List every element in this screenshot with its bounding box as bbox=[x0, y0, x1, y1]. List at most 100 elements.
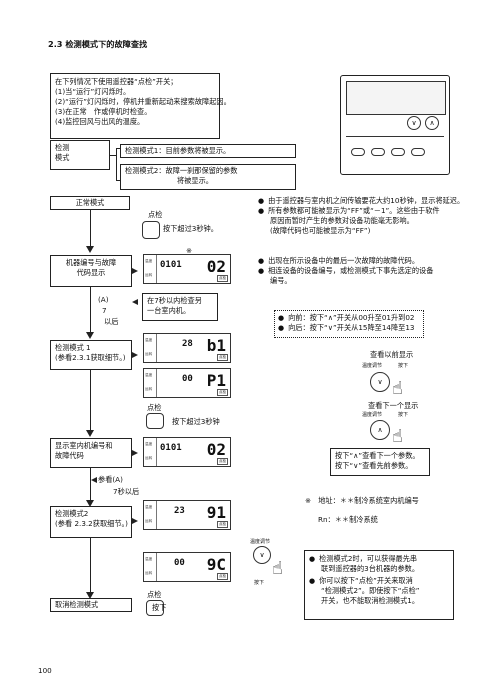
cancel-box: 取消检测模式 bbox=[50, 598, 132, 612]
press-label: 按下 bbox=[398, 363, 409, 369]
remote-key-icon bbox=[411, 148, 425, 156]
lcd-digits: 9C bbox=[206, 555, 226, 574]
connector bbox=[110, 155, 116, 156]
lcd-digits: 02 bbox=[206, 257, 226, 276]
note-bullet: 相连设备的设备编号，或检测模式下事先选定的设备 bbox=[258, 266, 433, 276]
detect-mode-box: 检测 模式 bbox=[50, 140, 110, 170]
remote-key-icon bbox=[391, 148, 405, 156]
within-7s-text: 在7秒以内检查另 bbox=[147, 296, 202, 305]
mode2-text: 将被显示。 bbox=[177, 176, 213, 185]
mode2-notes-box: 检测模式2时，可以获得最先串 联到遥控器的3台机器的参数。 你可以按下“点检”开… bbox=[304, 550, 454, 620]
lcd-display-3: 温度 运转 00 P1 点检 bbox=[143, 368, 231, 398]
arrow-down-icon bbox=[86, 332, 94, 339]
label-7s: 7 bbox=[102, 306, 107, 315]
remote-lcd-screen bbox=[346, 81, 446, 115]
check-mode1-label: (参看2.3.1获取细节。) bbox=[55, 353, 126, 362]
lcd-digits-small: 0101 bbox=[160, 260, 182, 270]
detect-mode-label: 检测 bbox=[55, 143, 70, 152]
lcd-display-5: 温度 运转 23 91 点检 bbox=[143, 500, 231, 530]
lcd-digits: 91 bbox=[206, 503, 226, 522]
intro-box: 在下列情况下使用遥控器“点检”开关； (1)当“运行”灯闪烁时。 (2)“运行”… bbox=[50, 73, 231, 139]
note-mark: ※ bbox=[186, 246, 193, 255]
machine-code-label: 代码显示 bbox=[76, 268, 106, 277]
lcd-digits-small: 00 bbox=[182, 374, 193, 384]
address-note: ※ 地址：＊＊制冷系统室内机编号 bbox=[305, 496, 419, 505]
within-7s-box: 在7秒以内检查另 一台室内机。 bbox=[142, 293, 218, 321]
lcd-label: 运转 bbox=[145, 273, 153, 277]
check-mode2-label: 检测模式2 bbox=[55, 509, 89, 518]
lcd-label: 温度 bbox=[145, 373, 153, 377]
lcd-tag: 点检 bbox=[217, 573, 228, 580]
mode1-box: 检测模式1：目前参数将被显示。 bbox=[120, 144, 296, 158]
lcd-label: 运转 bbox=[145, 571, 153, 575]
intro-line: (4)监控回风与出风的温度。 bbox=[55, 117, 145, 126]
flow-line bbox=[90, 210, 91, 248]
machine-code-label: 机器编号与故障 bbox=[65, 258, 117, 267]
lcd-tag: 点检 bbox=[217, 389, 228, 396]
arrow-right-icon bbox=[132, 268, 138, 274]
up-button-icon: ∧ bbox=[425, 116, 439, 130]
label-after: 以后 bbox=[104, 317, 119, 326]
intro-line: 在下列情况下使用遥控器“点检”开关； bbox=[55, 77, 178, 86]
check-mode2-label: (参看 2.3.2获取细节。) bbox=[55, 519, 128, 528]
connector bbox=[116, 148, 117, 180]
cancel-label: 取消检测模式 bbox=[55, 600, 99, 609]
inspect-button-icon bbox=[146, 413, 164, 429]
lcd-digits-small: 28 bbox=[182, 339, 193, 349]
lcd-label: 温度 bbox=[145, 338, 153, 342]
press-3s-label: 按下超过3秒钟。 bbox=[163, 224, 218, 233]
note-bullet: 出现在所示设备中的最后一次故障的故障代码。 bbox=[258, 256, 433, 266]
press-3s-label: 按下超过3秒钟 bbox=[172, 417, 220, 426]
connector bbox=[116, 180, 120, 181]
check-mode1-label: 检测模式 1 bbox=[55, 343, 91, 352]
note-line: “检测模式2”。即使按下“点检” bbox=[321, 586, 420, 595]
view-next-label: 查看下一个显示 bbox=[368, 401, 419, 410]
inspect-label: 点检 bbox=[147, 590, 162, 599]
lcd-tag: 点检 bbox=[217, 458, 228, 465]
lcd-label: 温度 bbox=[145, 442, 153, 446]
view-prev-label: 查看以前显示 bbox=[370, 350, 414, 359]
remote-key-icon bbox=[371, 148, 385, 156]
lcd-tag: 点检 bbox=[217, 521, 228, 528]
lcd-digits: 02 bbox=[206, 440, 226, 459]
forward-backward-box: 向前：按下“∧”开关从00升至01升到02 向后：按下“∨”开关从15降至14降… bbox=[274, 310, 424, 338]
arrow-left-icon bbox=[132, 299, 138, 305]
lcd-digits-small: 23 bbox=[174, 506, 185, 516]
check-mode2-box: 检测模式2 (参看 2.3.2获取细节。) bbox=[50, 506, 132, 538]
forward-note: 向前：按下“∧”开关从00升至01升到02 bbox=[278, 313, 420, 323]
notes-top: 由于遥控器与室内机之间传输要花大约10秒钟，显示将延迟。 所有参数都可能被显示为… bbox=[258, 196, 464, 236]
down-prev-note: 按下“∨”查看先前参数。 bbox=[335, 461, 413, 470]
press-label: 按下 bbox=[254, 580, 265, 586]
lcd-tag: 点检 bbox=[217, 275, 228, 282]
intro-line: (2)“运行”灯闪烁时，停机并重新起动来搜索故障起因。 bbox=[55, 97, 231, 106]
flow-line bbox=[90, 468, 91, 502]
intro-line: (1)当“运行”灯闪烁时。 bbox=[55, 87, 131, 96]
press-label: 按下 bbox=[152, 603, 167, 612]
up-button-icon: ∧ bbox=[370, 420, 390, 440]
press-label: 按下 bbox=[398, 412, 409, 418]
flow-line bbox=[90, 370, 91, 432]
note-bullet: 检测模式2时，可以获得最先串 bbox=[309, 554, 449, 564]
show-code-label: 故障代码 bbox=[55, 451, 84, 460]
down-button-icon: ∨ bbox=[407, 116, 421, 130]
backward-note: 向后：按下“∨”开关从15降至14降至13 bbox=[278, 323, 420, 333]
note-bullet: 你可以按下“点检”开关来取消 bbox=[309, 576, 449, 586]
lcd-label: 运转 bbox=[145, 456, 153, 460]
inspect-label: 点检 bbox=[148, 210, 163, 219]
temp-adj-label: 温度调节 bbox=[250, 539, 271, 545]
note-line: 开关，也不能取消检测模式1。 bbox=[321, 596, 420, 605]
note-bullet: 所有参数都可能被显示为“FF”或“－1”。这些由于软件 bbox=[258, 206, 464, 216]
normal-mode-box: 正常模式 bbox=[50, 196, 130, 210]
refer-a-label: 参看(A) bbox=[98, 475, 123, 484]
note-bullet: 由于遥控器与室内机之间传输要花大约10秒钟，显示将延迟。 bbox=[258, 196, 464, 206]
section-title: 2.3 检测模式下的故障查找 bbox=[48, 39, 148, 49]
label-a: (A) bbox=[98, 295, 109, 304]
within-7s-text: 一台室内机。 bbox=[147, 306, 191, 315]
normal-mode-label: 正常模式 bbox=[75, 198, 105, 207]
inspect-button-icon bbox=[142, 221, 160, 239]
intro-line: (3)在正常 作或停机时检查。 bbox=[55, 107, 152, 116]
machine-code-box: 机器编号与故障 代码显示 bbox=[50, 255, 132, 287]
inspect-button-icon bbox=[146, 600, 164, 616]
arrow-left-icon bbox=[91, 477, 97, 483]
lcd-label: 运转 bbox=[145, 352, 153, 356]
